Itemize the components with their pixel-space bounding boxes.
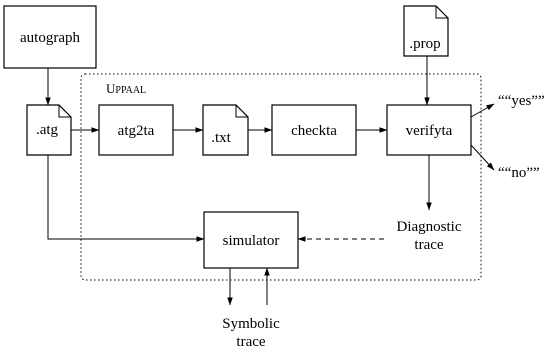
arrow-atg-to-simulator [47,155,205,242]
simulator-node: simulator [203,211,299,269]
yes-output-label: ““yes”” [498,93,545,109]
svg-text:.txt: .txt [211,130,231,146]
uppaal-group-frame [80,73,482,281]
svg-text:autograph: autograph [20,30,80,46]
atg2ta-node: atg2ta [98,104,174,156]
svg-text:Symbolic: Symbolic [222,316,280,332]
no-output-label: ““no”” [498,165,540,181]
diagnostic-trace-label: Diagnostic trace [397,219,462,253]
svg-text:verifyta: verifyta [406,123,453,139]
svg-text:simulator: simulator [223,233,280,249]
autograph-node: autograph [3,5,97,69]
arrow-verifyta-to-no [470,144,495,171]
svg-text:atg2ta: atg2ta [118,123,155,139]
svg-text:.atg: .atg [36,122,59,138]
txt-file-node: .txt [202,104,249,156]
uppaal-group-label: UPPAAL [106,81,146,96]
svg-text:checkta: checkta [291,123,337,139]
svg-text:trace: trace [236,334,265,350]
checkta-node: checkta [271,104,357,156]
prop-file-node: .prop [403,5,449,57]
atg-file-node: .atg [26,104,72,156]
svg-text:.prop: .prop [409,36,440,52]
arrow-verifyta-to-yes [470,103,495,118]
verifyta-node: verifyta [386,104,472,156]
svg-text:Diagnostic: Diagnostic [397,219,462,235]
svg-text:trace: trace [414,237,443,253]
symbolic-trace-label: Symbolic trace [222,316,280,350]
